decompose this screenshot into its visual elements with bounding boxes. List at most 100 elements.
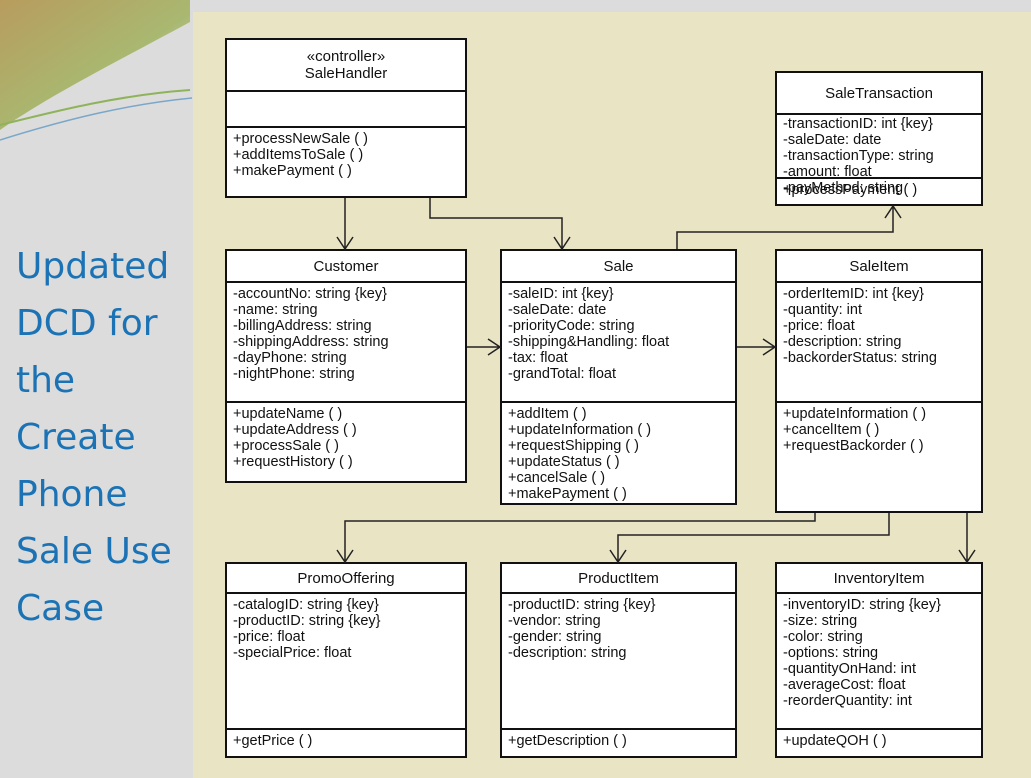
class-attribute: -nightPhone: string [233, 366, 355, 382]
class-attributes: -saleID: int {key} -saleDate: date -prio… [502, 283, 735, 403]
class-saletransaction: SaleTransaction -transactionID: int {key… [775, 71, 983, 206]
class-header: ProductItem [502, 564, 735, 594]
class-attribute: -quantityOnHand: int [783, 661, 916, 677]
class-operation: +makePayment ( ) [508, 486, 627, 502]
class-attribute: -tax: float [508, 350, 568, 366]
class-operation: +updateStatus ( ) [508, 454, 620, 470]
class-attribute: -amount: float [783, 164, 872, 180]
class-attribute: -saleDate: date [508, 302, 607, 318]
class-name: SaleTransaction [825, 84, 933, 102]
class-name: Customer [313, 257, 379, 275]
class-attributes: -transactionID: int {key} -saleDate: dat… [777, 115, 981, 196]
class-operations: +updateInformation ( ) +cancelItem ( ) +… [777, 403, 981, 457]
class-attribute: -price: float [783, 318, 855, 334]
class-operation: +makePayment ( ) [233, 163, 352, 179]
class-operation: +processNewSale ( ) [233, 131, 368, 147]
class-operation: +updateQOH ( ) [783, 733, 887, 749]
slide-swoosh-decoration [0, 0, 193, 141]
class-name: ProductItem [578, 569, 659, 587]
class-header: Sale [502, 251, 735, 283]
class-attribute: -transactionType: string [783, 148, 934, 164]
class-operation: +cancelItem ( ) [783, 422, 880, 438]
class-productitem: ProductItem -productID: string {key} -ve… [500, 562, 737, 758]
class-header: «controller» SaleHandler [227, 40, 465, 92]
class-header: Customer [227, 251, 465, 283]
class-sale: Sale -saleID: int {key} -saleDate: date … [500, 249, 737, 505]
class-operation: +updateInformation ( ) [783, 406, 927, 422]
class-attribute: -vendor: string [508, 613, 601, 629]
class-name: InventoryItem [833, 569, 925, 587]
class-operations: +getPrice ( ) [227, 730, 465, 752]
class-operation: +cancelSale ( ) [508, 470, 606, 486]
class-operation: +updateAddress ( ) [233, 422, 357, 438]
class-salehandler: «controller» SaleHandler +processNewSale… [225, 38, 467, 198]
class-attribute: -saleDate: date [783, 132, 882, 148]
class-operations: +processPayment ( ) [777, 179, 981, 201]
class-operation: +requestShipping ( ) [508, 438, 639, 454]
class-attributes: -catalogID: string {key} -productID: str… [227, 594, 465, 730]
class-attribute: -price: float [233, 629, 305, 645]
class-attribute: -payMethod: string [783, 180, 904, 196]
class-attribute: -shippingAddress: string [233, 334, 389, 350]
class-inventoryitem: InventoryItem -inventoryID: string {key}… [775, 562, 983, 758]
class-operations: +updateQOH ( ) [777, 730, 981, 752]
class-header: SaleTransaction [777, 73, 981, 115]
class-attribute: -shipping&Handling: float [508, 334, 670, 350]
class-operation: +getDescription ( ) [508, 733, 627, 749]
class-attribute: -quantity: int [783, 302, 862, 318]
class-attributes [227, 92, 465, 128]
class-stereotype: «controller» [306, 48, 386, 65]
class-operations: +getDescription ( ) [502, 730, 735, 752]
class-attribute: -grandTotal: float [508, 366, 617, 382]
class-attribute: -transactionID: int {key} [783, 116, 933, 132]
class-attribute: -billingAddress: string [233, 318, 372, 334]
class-attribute: -reorderQuantity: int [783, 693, 912, 709]
class-saleitem: SaleItem -orderItemID: int {key} -quanti… [775, 249, 983, 513]
class-name: PromoOffering [297, 569, 395, 587]
class-attribute: -specialPrice: float [233, 645, 352, 661]
class-operations: +updateName ( ) +updateAddress ( ) +proc… [227, 403, 465, 473]
class-attribute: -dayPhone: string [233, 350, 347, 366]
class-attribute: -averageCost: float [783, 677, 906, 693]
class-attribute: -priorityCode: string [508, 318, 635, 334]
class-operation: +requestBackorder ( ) [783, 438, 924, 454]
class-header: PromoOffering [227, 564, 465, 594]
class-attribute: -size: string [783, 613, 858, 629]
class-attributes: -accountNo: string {key} -name: string -… [227, 283, 465, 403]
class-operation: +processSale ( ) [233, 438, 339, 454]
class-attribute: -name: string [233, 302, 318, 318]
class-attribute: -orderItemID: int {key} [783, 286, 925, 302]
class-attribute: -productID: string {key} [508, 597, 656, 613]
class-attribute: -saleID: int {key} [508, 286, 614, 302]
class-operation: +requestHistory ( ) [233, 454, 353, 470]
class-promooffering: PromoOffering -catalogID: string {key} -… [225, 562, 467, 758]
class-attribute: -gender: string [508, 629, 602, 645]
class-customer: Customer -accountNo: string {key} -name:… [225, 249, 467, 483]
class-attribute: -description: string [508, 645, 627, 661]
class-operation: +updateName ( ) [233, 406, 343, 422]
class-attribute: -backorderStatus: string [783, 350, 937, 366]
class-attributes: -inventoryID: string {key} -size: string… [777, 594, 981, 730]
class-operations: +addItem ( ) +updateInformation ( ) +req… [502, 403, 735, 505]
class-attributes: -productID: string {key} -vendor: string… [502, 594, 735, 730]
class-attribute: -options: string [783, 645, 879, 661]
class-operations: +processNewSale ( ) +addItemsToSale ( ) … [227, 128, 465, 182]
slide-title: Updated DCD for the Create Phone Sale Us… [16, 246, 172, 629]
class-operation: +addItemsToSale ( ) [233, 147, 364, 163]
class-name: SaleHandler [304, 65, 388, 82]
class-operation: +getPrice ( ) [233, 733, 313, 749]
class-header: SaleItem [777, 251, 981, 283]
class-attributes: -orderItemID: int {key} -quantity: int -… [777, 283, 981, 403]
class-attribute: -description: string [783, 334, 902, 350]
class-name: SaleItem [849, 257, 909, 275]
class-attribute: -productID: string {key} [233, 613, 381, 629]
class-operation: +addItem ( ) [508, 406, 587, 422]
class-attribute: -catalogID: string {key} [233, 597, 379, 613]
class-attribute: -accountNo: string {key} [233, 286, 387, 302]
class-name: Sale [603, 257, 634, 275]
class-operation: +updateInformation ( ) [508, 422, 652, 438]
class-operation: +processPayment ( ) [783, 182, 918, 198]
class-header: InventoryItem [777, 564, 981, 594]
class-attribute: -color: string [783, 629, 863, 645]
